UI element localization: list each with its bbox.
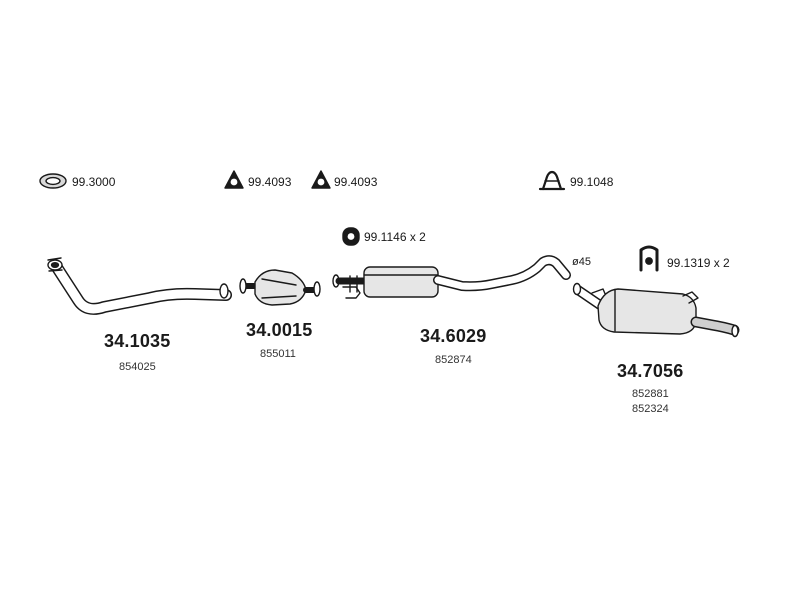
accessory-code-hanger-mid: 99.1146 x 2 [364,230,426,244]
oem-number-rear-silencer-2: 852324 [632,403,669,415]
catalytic-converter-drawing [239,269,321,306]
rear-silencer-drawing [572,282,740,338]
accessory-code-hanger-rear: 99.1319 x 2 [667,256,730,270]
rubber-hanger-icon [639,245,659,272]
part-number-front-pipe: 34.1035 [104,331,171,351]
oem-number-rear-silencer-1: 852881 [632,388,669,400]
oem-number-middle-silencer: 852874 [435,354,472,366]
part-number-middle-silencer: 34.6029 [420,326,487,346]
part-number-rear-silencer: 34.7056 [617,361,684,381]
oem-number-front-pipe: 854025 [119,361,156,373]
u-clamp-icon [538,170,566,191]
accessory-code-ring: 99.3000 [72,175,116,189]
front-pipe-drawing [47,257,232,315]
accessory-code-clamp: 99.1048 [570,175,614,189]
accessory-code-triangle-a: 99.4093 [248,175,292,189]
triangle-gasket-icon [311,170,331,189]
oem-number-catalytic-converter: 855011 [260,348,296,360]
pipe-diameter-note: ø45 [572,256,591,268]
accessory-code-triangle-b: 99.4093 [334,175,378,189]
part-number-catalytic-converter: 34.0015 [246,320,313,340]
rubber-hanger-icon [342,227,360,246]
triangle-gasket-icon [224,170,244,189]
gasket-ring-icon [39,173,67,189]
middle-silencer-drawing [332,255,571,299]
